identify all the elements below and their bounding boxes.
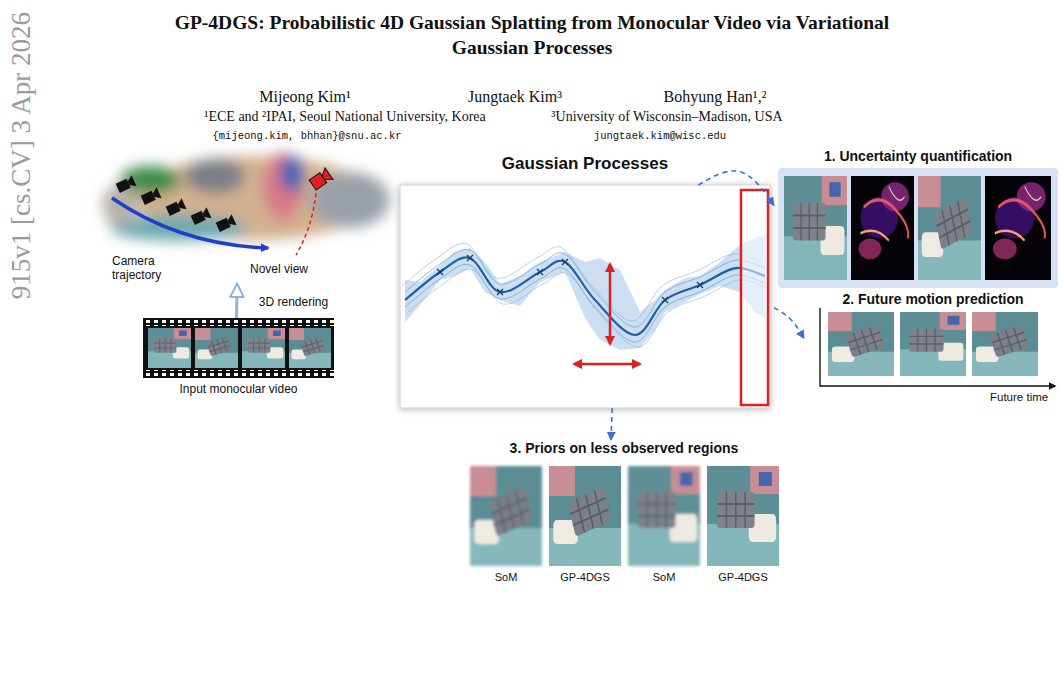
author-email: jungtaek.kim@wisc.edu [594,130,726,143]
novel-view-camera [319,168,333,183]
author-name: Mijeong Kim¹ [259,87,350,106]
camera-trajectory-arrow [112,198,268,248]
gp-plot [405,264,765,342]
rendered-scene-image [185,159,245,193]
uncertainty-panel [784,176,847,280]
priors-box: 3. Priors on less observed regions [461,440,787,568]
method-label: GP-4DGS [560,571,610,584]
gp-plot [400,185,770,408]
camera-icon [165,198,186,216]
author-affiliation: ³University of Wisconsin–Madison, USA [551,109,782,126]
author-email: {mijeong.kim, bhhan}@snu.ac.kr [212,130,401,143]
prior-comparison-frames [470,466,779,566]
future-motion-frames [972,312,1038,376]
rendered-scene-image [263,152,303,220]
future-motion-box: 2. Future motion prediction [804,291,1062,386]
novel-view-camera [296,193,316,255]
camera-icon [115,175,236,232]
uncertainty-panel [778,168,1058,288]
paper-title: GP-4DGS: Probabilistic 4D Gaussian Splat… [171,10,893,60]
gp-plot [609,264,612,344]
uncertainty-panel [985,176,1051,280]
figure-caption-label: Input monocular video [139,382,338,396]
prior-comparison-frames [628,466,700,566]
uncertainty-panel-box: 1. Uncertainty quantification [774,148,1062,288]
rendered-scene-image [102,152,390,241]
camera-icon [226,214,237,227]
gp-plot [400,185,770,408]
scene-annotation: Camera trajectory [112,254,180,283]
method-label: GP-4DGS [718,571,768,584]
film-strip [242,328,285,368]
author-name: Jungtaek Kim³ [468,87,562,106]
panel-heading: Gaussian Processes [396,154,774,174]
camera-icon [151,187,162,200]
author-affiliation: ¹ECE and ²IPAI, Seoul National Universit… [204,109,485,126]
connector-arrow [774,308,804,339]
gp-plot [405,234,765,350]
gp-plot [437,255,703,303]
gp-plot [741,190,768,405]
camera-icon [176,198,187,211]
film-strip [143,320,334,326]
camera-icon [215,214,236,232]
gp-plot [574,363,640,366]
connector-label: 3D rendering [257,295,330,309]
rendered-scene-image [280,156,304,192]
rendered-scene-image [310,172,390,228]
camera-icon [190,207,211,225]
camera-icon [126,175,137,188]
panel-heading: 1. Uncertainty quantification [774,148,1062,165]
film-strip [195,328,238,368]
future-motion-frames [820,308,1055,386]
camera-icon [201,207,212,220]
author-name: Bohyung Han¹,² [664,87,767,106]
method-label: SoM [495,571,518,584]
camera-icon [115,175,136,193]
camera-icon [140,187,161,205]
novel-view-camera [309,168,333,191]
film-strip [143,318,334,378]
gp-plot [742,187,768,406]
scene-annotation: Novel view [250,262,308,276]
gp-plot [405,257,765,335]
film-strip [148,328,191,368]
prior-comparison-frames [707,466,779,566]
connector-arrow [611,408,612,440]
prior-comparison-frames [549,466,621,566]
panel-heading: 3. Priors on less observed regions [461,440,787,457]
future-motion-frames [820,308,1055,386]
uncertainty-panel [918,176,981,280]
rendered-scene: Camera trajectory Novel view [100,150,400,285]
gp-plot-box: Gaussian Processes [396,185,774,408]
video-filmstrip: Input monocular video [139,318,338,378]
connector-group [237,171,804,440]
panel-heading: 2. Future motion prediction [804,291,1062,308]
rendered-scene-image [102,152,390,241]
uncertainty-panel [778,168,1058,288]
arxiv-watermark: 915v1 [cs.CV] 3 Apr 2026 [4,12,38,352]
prior-comparison-frames [470,466,542,566]
connector-arrow [698,171,774,205]
film-strip [143,370,334,376]
future-motion-frames [900,312,966,376]
axis-label: Future time [990,391,1048,405]
camera-trajectory-arrow [112,198,268,248]
uncertainty-panel [851,176,914,280]
future-motion-frames [828,312,894,376]
novel-view-camera [296,168,333,255]
film-strip [289,328,331,368]
connector-arrow [235,285,239,318]
method-label: SoM [653,571,676,584]
film-strip [143,318,334,378]
